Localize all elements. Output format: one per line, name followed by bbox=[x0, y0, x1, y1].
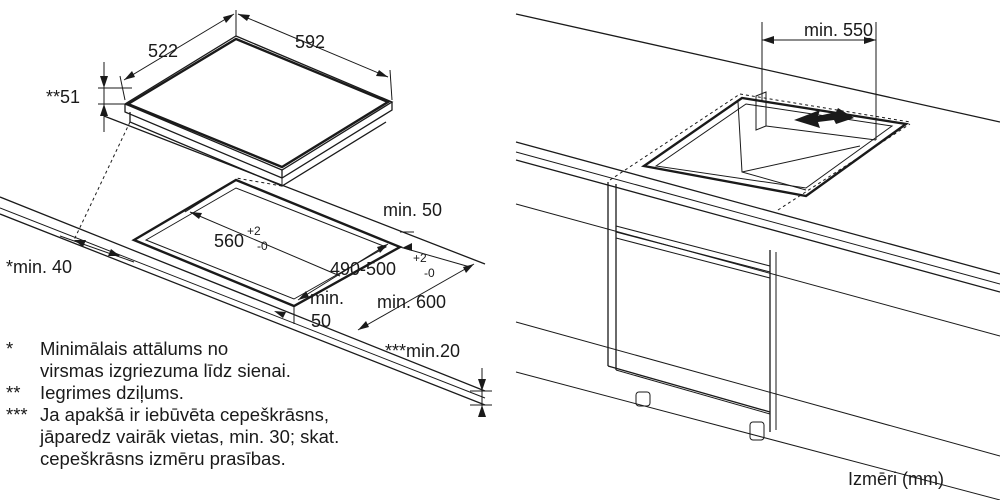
footnote-mark: * bbox=[6, 338, 14, 359]
vent-dimension bbox=[761, 22, 877, 140]
dim-front-min-label-b: 50 bbox=[311, 311, 331, 331]
dim-front-min-label-a: min. bbox=[310, 288, 344, 308]
dim-cutout-depth-tol-minus: -0 bbox=[424, 266, 435, 280]
dim-depth-label: 522 bbox=[148, 41, 178, 61]
dim-height-label: **51 bbox=[46, 87, 80, 107]
dim-cutout-width-tol-minus: -0 bbox=[257, 239, 268, 253]
dim-side-min-label: min. 50 bbox=[383, 200, 442, 220]
cabinet-drawing bbox=[515, 13, 1000, 500]
units-label: Izmēri (mm) bbox=[848, 469, 944, 489]
footnotes: * Minimālais attālums no virsmas izgriez… bbox=[6, 338, 456, 470]
dim-cutout-width-tol-plus: +2 bbox=[247, 224, 261, 238]
footnote-text: Ja apakšā ir iebūvēta cepeškrāsns, jāpar… bbox=[40, 404, 456, 470]
footnote-wall-distance: * Minimālais attālums no virsmas izgriez… bbox=[6, 338, 456, 382]
footnote-line: virsmas izgriezuma līdz sienai. bbox=[40, 360, 291, 381]
footnote-text: Iegrimes dziļums. bbox=[40, 382, 456, 404]
footnote-mark: ** bbox=[6, 382, 21, 403]
footnote-mark: *** bbox=[6, 404, 28, 425]
dim-worktop-depth-label: min. 600 bbox=[377, 292, 446, 312]
footnote-depth: ** Iegrimes dziļums. bbox=[6, 382, 456, 404]
hob-dimension-lines bbox=[73, 10, 393, 241]
dim-vent-min-label: min. 550 bbox=[804, 20, 873, 40]
footnote-line: Minimālais attālums no bbox=[40, 338, 229, 359]
worktop-left bbox=[0, 115, 492, 417]
dim-cutout-depth-label: 490-500 bbox=[330, 259, 396, 279]
footnote-text: Minimālais attālums no virsmas izgriezum… bbox=[40, 338, 456, 382]
dim-cutout-depth-tol-plus: +2 bbox=[413, 251, 427, 265]
dim-width-label: 592 bbox=[295, 32, 325, 52]
footnote-oven: *** Ja apakšā ir iebūvēta cepeškrāsns, j… bbox=[6, 404, 456, 470]
hob-drawing bbox=[123, 35, 394, 187]
dim-worktop-thickness-label: ***min.20 bbox=[385, 341, 460, 361]
footnote-line: cepeškrāsns izmēru prasības. bbox=[40, 448, 286, 469]
dim-wall-min-label: *min. 40 bbox=[6, 257, 72, 277]
footnote-line: Iegrimes dziļums. bbox=[40, 382, 184, 403]
footnote-line: jāparedz vairāk vietas, min. 30; skat. bbox=[40, 426, 340, 447]
footnote-line: Ja apakšā ir iebūvēta cepeškrāsns, bbox=[40, 404, 329, 425]
dim-cutout-width-label: 560 bbox=[214, 231, 244, 251]
